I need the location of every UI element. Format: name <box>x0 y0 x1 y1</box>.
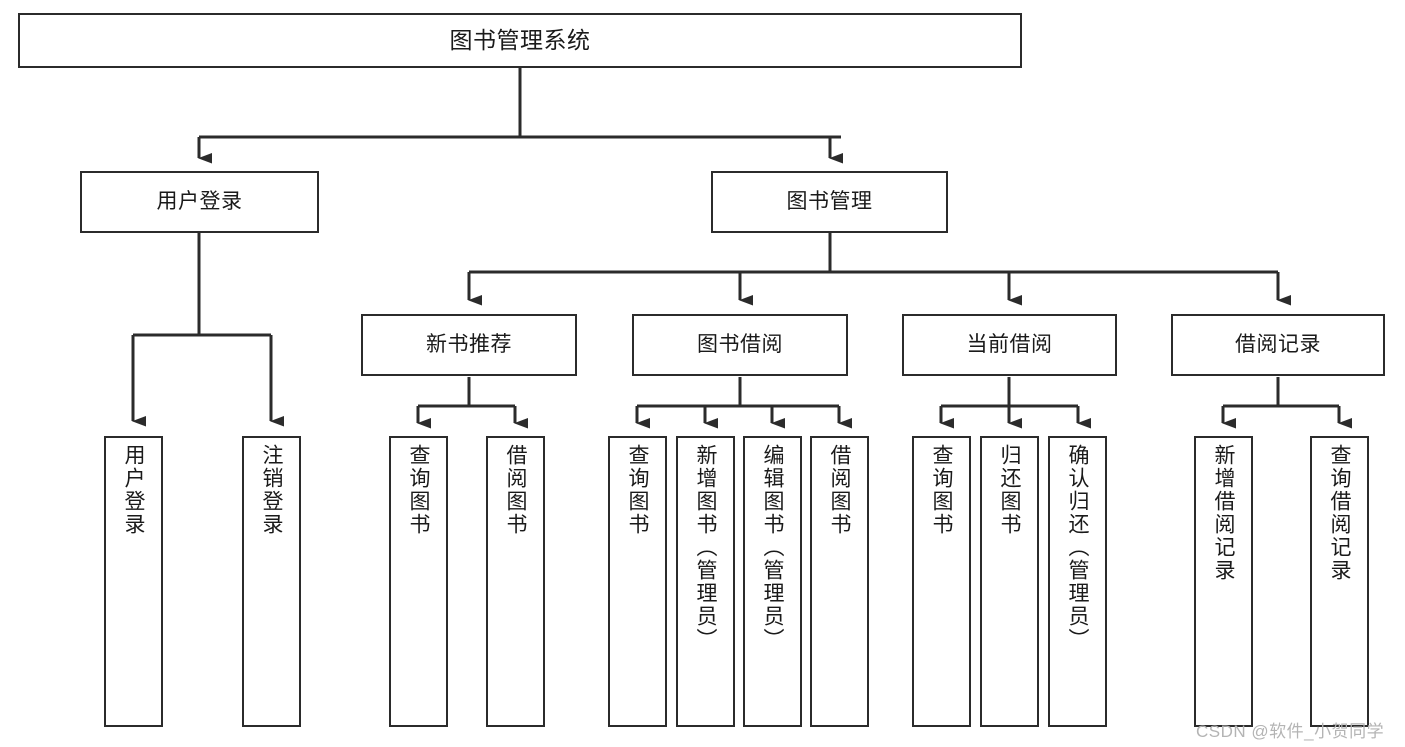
node-leaf-add-record[interactable]: 新增借阅记录 <box>1194 436 1253 727</box>
node-leaf-query-book-1[interactable]: 查询图书 <box>389 436 448 727</box>
node-label: 借阅图书 <box>828 444 851 536</box>
node-root-system[interactable]: 图书管理系统 <box>18 13 1022 68</box>
node-label: 编辑图书（管理员） <box>761 444 784 651</box>
node-label: 确认归还（管理员） <box>1066 444 1089 651</box>
node-borrow-record[interactable]: 借阅记录 <box>1171 314 1385 376</box>
node-label: 图书管理系统 <box>449 26 591 53</box>
node-label: 归还图书 <box>998 444 1021 536</box>
node-label: 用户登录 <box>156 189 243 213</box>
node-label: 新书推荐 <box>426 332 512 356</box>
node-leaf-query-book-2[interactable]: 查询图书 <box>608 436 667 727</box>
node-label: 当前借阅 <box>966 332 1053 356</box>
node-label: 借阅记录 <box>1235 332 1321 356</box>
node-label: 查询图书 <box>626 444 649 536</box>
node-current-borrow[interactable]: 当前借阅 <box>902 314 1117 376</box>
node-label: 查询借阅记录 <box>1328 444 1351 582</box>
node-label: 注销登录 <box>260 444 283 536</box>
node-label: 新增图书（管理员） <box>694 444 717 651</box>
node-label: 借阅图书 <box>504 444 527 536</box>
node-label: 用户登录 <box>122 444 145 536</box>
node-leaf-user-login[interactable]: 用户登录 <box>104 436 163 727</box>
node-book-manage[interactable]: 图书管理 <box>711 171 948 233</box>
node-label: 查询图书 <box>930 444 953 536</box>
node-label: 图书管理 <box>786 189 873 213</box>
node-new-book-rec[interactable]: 新书推荐 <box>361 314 577 376</box>
node-leaf-user-logout[interactable]: 注销登录 <box>242 436 301 727</box>
node-leaf-confirm-return[interactable]: 确认归还（管理员） <box>1048 436 1107 727</box>
node-user-login[interactable]: 用户登录 <box>80 171 319 233</box>
node-leaf-edit-book[interactable]: 编辑图书（管理员） <box>743 436 802 727</box>
node-label: 新增借阅记录 <box>1212 444 1235 582</box>
node-leaf-borrow-book-1[interactable]: 借阅图书 <box>486 436 545 727</box>
node-leaf-query-record[interactable]: 查询借阅记录 <box>1310 436 1369 727</box>
node-label: 查询图书 <box>407 444 430 536</box>
node-label: 图书借阅 <box>697 332 783 356</box>
node-leaf-query-book-3[interactable]: 查询图书 <box>912 436 971 727</box>
node-leaf-return-book[interactable]: 归还图书 <box>980 436 1039 727</box>
node-leaf-borrow-book-2[interactable]: 借阅图书 <box>810 436 869 727</box>
csdn-watermark: CSDN @软件_小贺同学 <box>1196 722 1385 741</box>
node-book-borrow[interactable]: 图书借阅 <box>632 314 848 376</box>
node-leaf-add-book[interactable]: 新增图书（管理员） <box>676 436 735 727</box>
